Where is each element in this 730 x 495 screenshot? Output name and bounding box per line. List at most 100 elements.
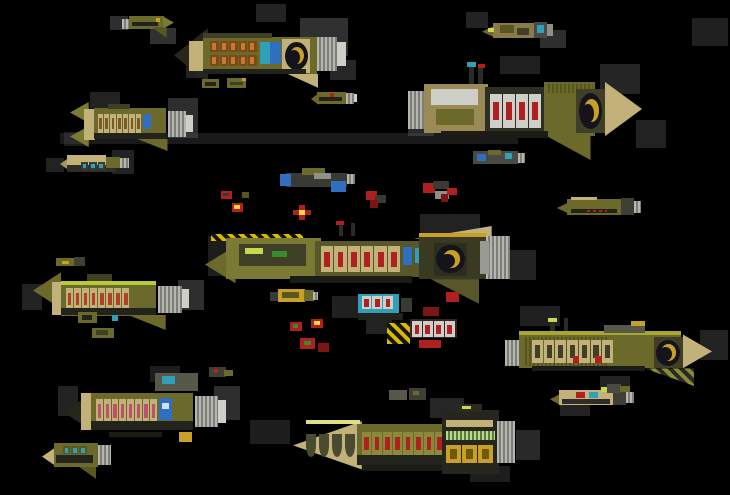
capital-alpha-module bbox=[219, 54, 229, 67]
cruiser-south-module bbox=[134, 398, 142, 424]
fighters-sw-hull-panel bbox=[96, 330, 108, 335]
battlecruiser-south-module-core bbox=[450, 448, 458, 460]
capital-east-hull-panel bbox=[431, 89, 479, 106]
destroyer-s-hull-panel bbox=[576, 392, 586, 398]
capital-se-module bbox=[602, 339, 614, 363]
cruiser-south-module bbox=[111, 398, 119, 424]
frigate-s-module-row bbox=[62, 445, 87, 455]
ghost-patch bbox=[250, 420, 290, 444]
destroyer-ne-hull-panel bbox=[536, 25, 545, 34]
flagship-center-module bbox=[320, 245, 334, 273]
capital-east-module bbox=[489, 94, 503, 128]
ghost-patch bbox=[466, 12, 488, 28]
drones-red-c-hull-panel bbox=[304, 340, 311, 346]
ship-sprite-frigate-s bbox=[42, 436, 122, 480]
capital-alpha-faction-logo bbox=[282, 39, 310, 73]
flagship-center-hull-panel bbox=[479, 240, 489, 275]
capital-alpha-module bbox=[210, 54, 219, 67]
capital-alpha-module bbox=[219, 40, 229, 53]
tug-gold-engine-slats bbox=[313, 291, 318, 300]
cruiser-south-module-core bbox=[97, 404, 101, 419]
destroyer-east-module-core bbox=[593, 210, 596, 213]
destroyer-s-hull-panel bbox=[562, 398, 610, 404]
frigate-s-engine-slats bbox=[98, 444, 111, 466]
ship-sprite-gunship-red-a bbox=[423, 181, 463, 205]
capital-alpha-hull-panel bbox=[189, 40, 204, 72]
battlecruiser-south-module bbox=[424, 432, 434, 456]
cruiser-south-module bbox=[96, 398, 103, 424]
cruiser-sw-module bbox=[82, 288, 90, 310]
drone-b-hull-panel bbox=[73, 256, 85, 267]
flagship-center-logo-ring bbox=[436, 245, 465, 274]
flagship-center-module bbox=[347, 245, 361, 273]
station-cluster-module bbox=[444, 321, 455, 338]
capital-se-module-core bbox=[569, 344, 576, 358]
capital-east-hull-panel bbox=[478, 65, 483, 84]
cruiser-sw-module bbox=[90, 288, 98, 310]
capital-alpha-engine-slats bbox=[316, 36, 338, 72]
cruiser-south-module bbox=[142, 398, 150, 424]
battlecruiser-south-module-core bbox=[416, 437, 421, 451]
frigate-s-hull-panel bbox=[56, 455, 94, 464]
capital-alpha-module bbox=[229, 54, 238, 67]
flagship-center-module bbox=[361, 245, 374, 273]
ship-sprite-corvette-center bbox=[471, 145, 527, 170]
corvette-blue-hull-panel bbox=[280, 173, 291, 186]
fighter-a-hull-wedge bbox=[162, 16, 174, 30]
ghost-patch bbox=[516, 430, 540, 460]
capital-se-module bbox=[543, 339, 555, 363]
capital-se-module-core bbox=[605, 344, 611, 358]
capital-se-hull-panel bbox=[547, 318, 557, 323]
destroyer-s-hull-panel bbox=[613, 389, 626, 406]
capital-se-module-core bbox=[534, 344, 540, 358]
flagship-center-logo-beast-cut bbox=[440, 253, 456, 269]
frigate-a-hull-wedge bbox=[311, 93, 319, 105]
frigate-s-module-core bbox=[81, 447, 85, 453]
station-cluster-module-core bbox=[414, 324, 420, 334]
cruiser-west-hull-panel bbox=[83, 109, 95, 140]
cruiser-sw-module-core bbox=[116, 292, 120, 305]
capital-east-module-core bbox=[519, 101, 526, 121]
destroyer-east-module bbox=[597, 209, 603, 214]
frigate-west-module-core bbox=[99, 163, 103, 169]
ghost-patch bbox=[636, 120, 666, 148]
cruiser-south-hull-panel bbox=[109, 431, 162, 437]
corvette-center-hull-panel bbox=[504, 152, 513, 159]
cruiser-south-module-core bbox=[121, 404, 125, 419]
cruiser-west-module bbox=[97, 114, 103, 133]
battlecruiser-south-hull-panel bbox=[461, 405, 471, 410]
ship-sprite-fighter-pair bbox=[202, 74, 250, 94]
cruiser-west-engine-slats bbox=[167, 111, 187, 137]
gunship-red-a-hull-panel bbox=[440, 194, 448, 202]
cruiser-sw-module-core bbox=[92, 292, 96, 305]
ship-sprite-drones-red-c bbox=[286, 319, 334, 359]
corvette-center-hull-panel bbox=[487, 149, 502, 155]
station-cluster-module bbox=[372, 296, 383, 310]
cruiser-west-module-core bbox=[124, 118, 128, 129]
frigate-west-module-core bbox=[91, 163, 95, 169]
station-cluster-hull-panel bbox=[418, 339, 442, 348]
ghost-patch bbox=[692, 18, 728, 46]
station-cluster-module-core bbox=[447, 324, 452, 334]
drone-f-hull-panel bbox=[620, 385, 630, 393]
corvette-blue-engine-slats bbox=[347, 173, 355, 185]
capital-east-module-core bbox=[506, 101, 512, 121]
battlecruiser-south-bow-arc bbox=[345, 433, 356, 458]
flagship-center-hull-panel bbox=[418, 232, 486, 237]
ship-sprite-destroyer-ne bbox=[482, 17, 558, 44]
station-cluster-hazard-stripes bbox=[387, 322, 410, 344]
battlecruiser-south-module bbox=[382, 432, 392, 456]
ship-sprite-drone-f bbox=[607, 381, 631, 397]
ship-sprite-frigate-west bbox=[60, 150, 130, 178]
ship-sprite-fighters-sw bbox=[78, 309, 126, 343]
capital-alpha-module-core bbox=[231, 43, 236, 50]
station-cluster-hull-panel bbox=[358, 313, 404, 320]
battlecruiser-south-bow-arcs bbox=[306, 433, 356, 458]
station-cluster-module bbox=[433, 321, 444, 338]
gunship-red-b-hull-panel bbox=[366, 190, 378, 200]
frigate-s-module-core bbox=[73, 447, 77, 453]
flagship-center-module bbox=[387, 245, 401, 273]
station-cluster-hull-panel bbox=[445, 292, 460, 302]
corvette-blue-hull-panel bbox=[301, 167, 326, 175]
capital-alpha-module-core bbox=[250, 57, 255, 64]
